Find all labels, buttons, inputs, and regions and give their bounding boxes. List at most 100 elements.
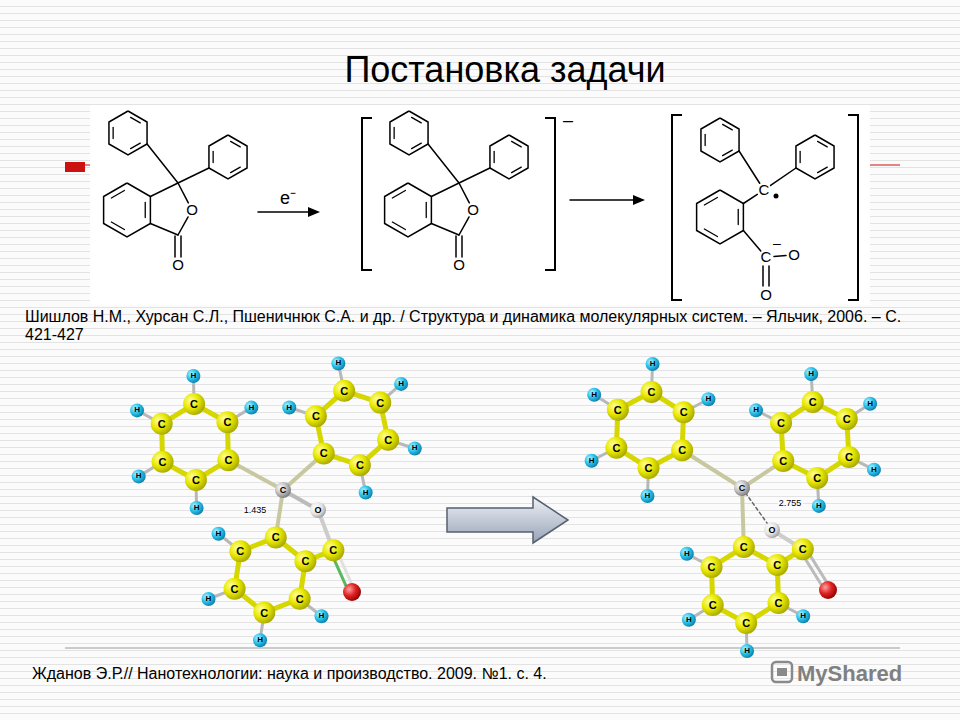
atom-ball (733, 536, 755, 558)
benzene-ring (796, 135, 834, 179)
atom-ball (217, 449, 239, 471)
atom-label: H (363, 488, 369, 497)
bond-line (178, 168, 209, 183)
atom-ball (282, 401, 296, 415)
atom-ball (734, 480, 750, 496)
double-bond-line (145, 202, 146, 217)
double-bond-line (426, 202, 427, 217)
atom-label: C (329, 544, 337, 557)
atom-ball (701, 556, 723, 578)
atom-ball (701, 392, 715, 406)
atom-label: H (248, 403, 254, 412)
atom-label: O (186, 201, 198, 218)
atom-ball (796, 609, 810, 623)
atom-label: C (376, 396, 384, 409)
atom-ball (749, 403, 763, 417)
double-bond-line (455, 236, 457, 257)
atom-ball (812, 499, 826, 513)
double-bond-line (738, 209, 739, 224)
atom-ball (244, 401, 258, 415)
accent-bar (65, 162, 85, 172)
atom-label: C (312, 410, 320, 423)
double-bond-line (704, 197, 717, 205)
atom-ball (369, 392, 391, 414)
atom-ball (294, 550, 316, 572)
reaction-panel (90, 105, 870, 305)
atom-label: C (301, 555, 309, 568)
atom-ball (764, 522, 780, 538)
atom-label: H (816, 501, 822, 510)
atom-ball (607, 399, 629, 421)
double-bond-line (762, 266, 764, 286)
atom-label: C (809, 396, 817, 409)
atom-ball (671, 439, 693, 461)
double-bond-line (512, 167, 522, 173)
atom-label: O (768, 525, 775, 535)
distance-label: 1.435 (243, 505, 268, 515)
atom-label: C (843, 413, 851, 426)
atom-label: C (296, 592, 304, 605)
atom-label: C (740, 541, 748, 554)
distance-label: 2.755 (778, 498, 803, 508)
bond-line (459, 217, 469, 235)
atom-ball (186, 369, 200, 383)
slide-title: Постановка задачи (344, 49, 665, 90)
citation: Жданов Э.Р.// Нанотехнологии: наука и пр… (32, 665, 547, 683)
separator-line (65, 648, 900, 649)
atom-label: H (286, 403, 292, 412)
atom-label: C (384, 433, 392, 446)
atom-label: C (192, 474, 200, 487)
benzene-ring (490, 135, 528, 179)
atom-ball (315, 609, 329, 623)
atom-label: C (678, 444, 686, 457)
bracket (848, 115, 858, 300)
atom-label: C (223, 416, 231, 429)
atom-ball (151, 413, 173, 435)
bracket (545, 118, 555, 270)
double-bond-line (493, 151, 494, 162)
atom-ball (680, 547, 694, 561)
double-bond-line (723, 124, 733, 130)
benzene-ring (109, 111, 147, 155)
charge-sign: – (563, 110, 573, 131)
atom-label: C (356, 459, 364, 472)
atom-ball (224, 578, 246, 600)
atom-label: C (340, 384, 348, 397)
double-bond-line (392, 222, 405, 230)
atom-ball (640, 489, 654, 503)
atom-ball (265, 526, 287, 548)
atom-label: C (224, 454, 232, 467)
atom-label: C (236, 545, 244, 558)
bond-line (459, 183, 469, 203)
atom-ball (792, 538, 814, 560)
atom-ball (377, 429, 399, 451)
atom-label: H (206, 594, 212, 603)
double-bond-line (174, 236, 176, 257)
bracket (672, 115, 682, 300)
reaction-arrow (570, 199, 637, 201)
double-bond-line (393, 127, 394, 138)
atom-ball (216, 411, 238, 433)
bond-line (178, 183, 188, 203)
benzene-ring (209, 135, 247, 179)
double-bond-line (461, 236, 463, 257)
atom-label: H (808, 370, 814, 379)
atom-label: H (398, 379, 404, 388)
benzene-ring (104, 183, 151, 237)
atom-label: H (744, 646, 750, 655)
double-bond-line (799, 151, 800, 162)
atom-label: H (591, 390, 597, 399)
atom-label: C (680, 406, 688, 419)
double-bond-line (723, 150, 733, 156)
atom-ball (313, 442, 335, 464)
double-bond-line (412, 143, 422, 149)
double-bond-line (768, 266, 770, 286)
double-bond-line (131, 143, 141, 149)
atom-ball (682, 613, 696, 627)
bond-line (771, 168, 796, 185)
atom-label: H (706, 395, 712, 404)
atom-label: H (867, 399, 873, 408)
atom-ball (585, 454, 599, 468)
